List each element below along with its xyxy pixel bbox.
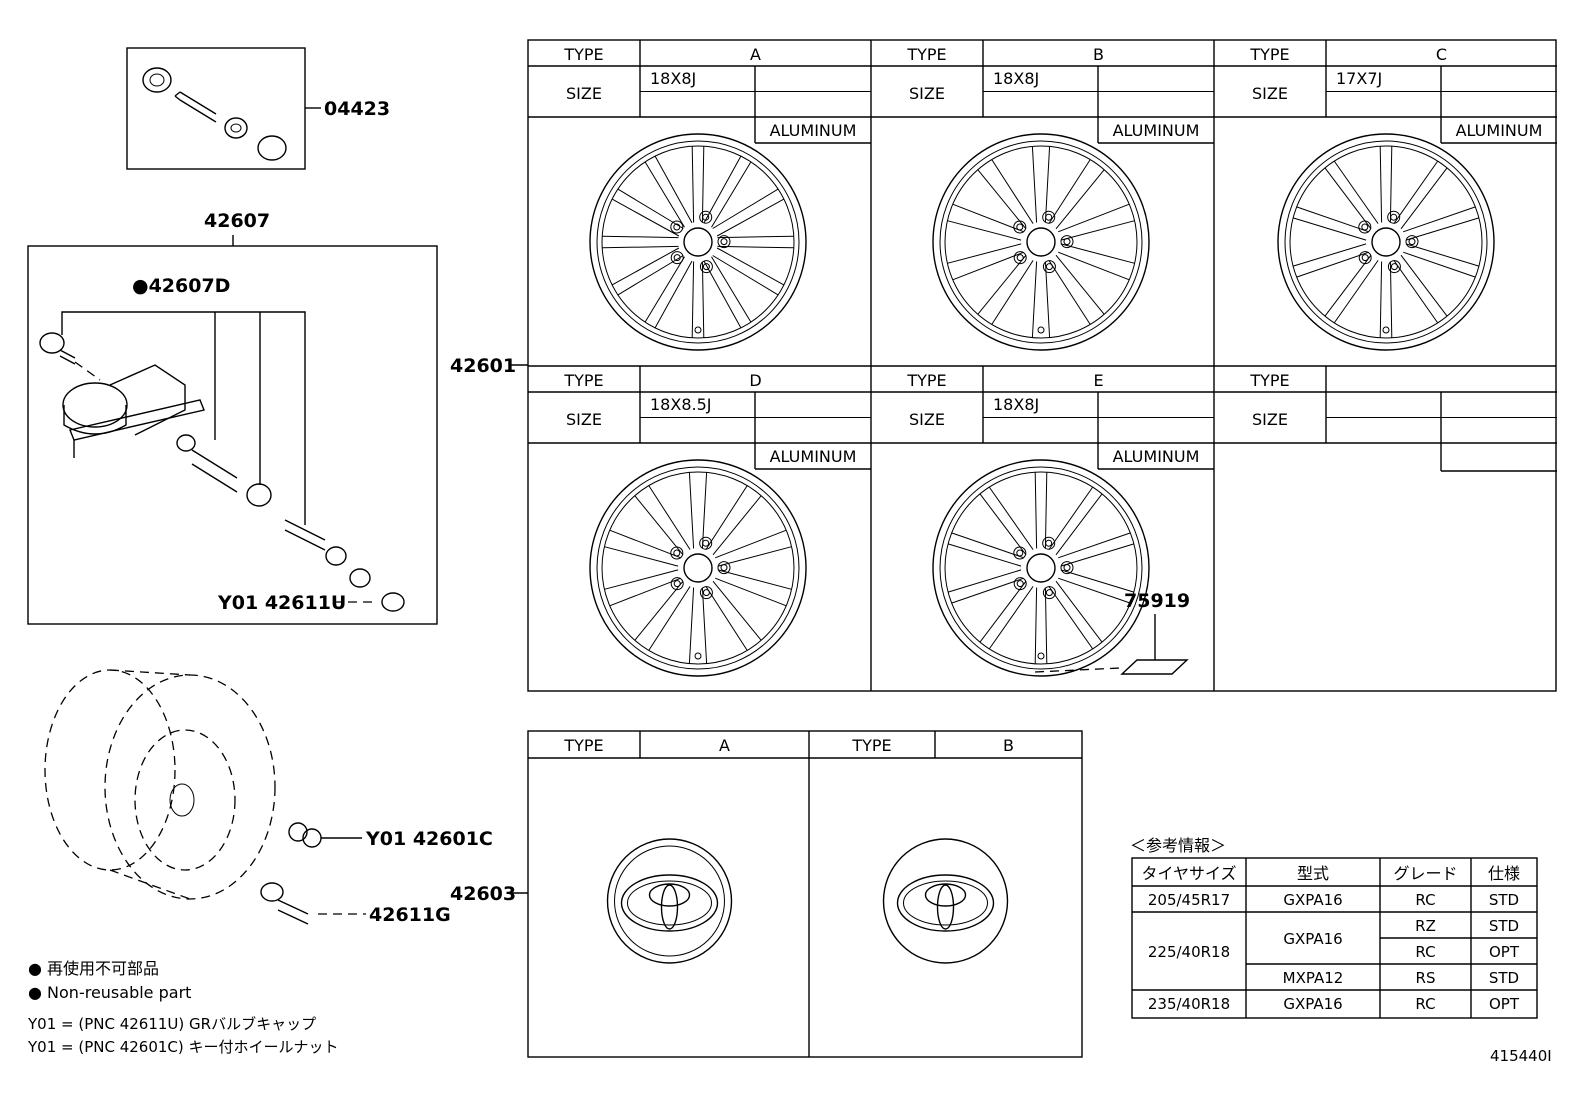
part-42603-label: 42603: [450, 883, 516, 905]
wheel-illustration: [589, 133, 807, 351]
material-label: ALUMINUM: [1456, 121, 1543, 140]
ref-header: 仕様: [1488, 864, 1520, 883]
type-label: TYPE: [1249, 371, 1289, 390]
size-label: SIZE: [1252, 84, 1288, 103]
type-label: TYPE: [906, 45, 946, 64]
wheel-table: TYPE SIZE A 18X8J ALUMINUM TYPE SIZE B 18X8J ALUM…: [527, 39, 1557, 692]
ref-grade: RC: [1415, 891, 1435, 909]
part-42601C-label: Y01 42601C: [365, 828, 493, 850]
tire-illustration: [44, 669, 276, 900]
type-value: D: [749, 371, 761, 390]
ref-model: GXPA16: [1283, 995, 1342, 1013]
size-label: SIZE: [909, 410, 945, 429]
type-label: TYPE: [906, 371, 946, 390]
ref-spec: STD: [1489, 917, 1519, 935]
part-42607-label: 42607: [204, 210, 270, 232]
size-value: 18X8.5J: [650, 395, 711, 414]
part-42607D-label: ●42607D: [132, 275, 230, 297]
material-label: ALUMINUM: [770, 121, 857, 140]
part-42611G-label: 42611G: [369, 904, 451, 926]
size-value: 17X7J: [1336, 69, 1382, 88]
type-label: TYPE: [563, 371, 603, 390]
type-value: A: [719, 736, 730, 755]
wheel-illustration: [932, 459, 1150, 677]
part-42601-label: 42601: [450, 355, 516, 377]
type-value: B: [1003, 736, 1014, 755]
ref-grade: RS: [1416, 969, 1436, 987]
size-label: SIZE: [566, 410, 602, 429]
part-04423-label: 04423: [324, 98, 390, 120]
type-label: TYPE: [851, 736, 891, 755]
material-label: ALUMINUM: [1113, 121, 1200, 140]
size-label: SIZE: [566, 84, 602, 103]
cap-table: TYPE A TYPE B: [527, 730, 1083, 1058]
type-label: TYPE: [1249, 45, 1289, 64]
note-y01-line2: Y01 = (PNC 42601C) キー付ホイールナット: [27, 1038, 339, 1056]
note-y01-line1: Y01 = (PNC 42611U) GRバルブキャップ: [27, 1015, 316, 1033]
ref-size: 205/45R17: [1148, 891, 1230, 909]
sensor-illustration: [39, 311, 405, 612]
ref-spec: OPT: [1489, 943, 1520, 961]
ref-spec: STD: [1489, 891, 1519, 909]
type-label: TYPE: [563, 45, 603, 64]
part-42611U-label: Y01 42611U: [217, 592, 346, 614]
ref-info-title: ＜参考情報＞: [1130, 836, 1226, 855]
wheel-illustration: [932, 133, 1150, 351]
size-label: SIZE: [1252, 410, 1288, 429]
center-cap-illustration: [606, 838, 733, 964]
type-value: C: [1436, 45, 1447, 64]
size-value: 18X8J: [993, 69, 1039, 88]
note-en-nonreusable: ● Non-reusable part: [28, 983, 191, 1002]
ref-size: 235/40R18: [1148, 995, 1230, 1013]
material-label: ALUMINUM: [770, 447, 857, 466]
size-label: SIZE: [909, 84, 945, 103]
material-label: ALUMINUM: [1113, 447, 1200, 466]
ref-header: グレード: [1393, 864, 1457, 883]
ref-model: GXPA16: [1283, 930, 1342, 948]
center-cap-illustration: [882, 838, 1009, 964]
type-value: E: [1093, 371, 1103, 390]
ref-spec: OPT: [1489, 995, 1520, 1013]
type-value: B: [1093, 45, 1104, 64]
note-jp-nonreusable: ● 再使用不可部品: [28, 959, 159, 978]
figure-id: 415440I: [1490, 1047, 1552, 1065]
ref-size: 225/40R18: [1148, 943, 1230, 961]
size-value: 18X8J: [993, 395, 1039, 414]
ref-info-table: タイヤサイズ 型式 グレード 仕様 205/45R17 225/40R18 235/40R1…: [1131, 857, 1538, 1019]
ref-header: 型式: [1297, 864, 1329, 883]
wheel-illustration: [589, 459, 807, 677]
valve-kit-illustration: [126, 47, 321, 170]
wheel-illustration: [1277, 133, 1495, 351]
label-sticker-illustration: [1120, 659, 1189, 675]
part-75919-label: 75919: [1124, 590, 1190, 612]
lock-nut-illustration: [288, 822, 362, 848]
ref-grade: RC: [1415, 995, 1435, 1013]
ref-spec: STD: [1489, 969, 1519, 987]
ref-model: MXPA12: [1283, 969, 1344, 987]
type-value: A: [750, 45, 761, 64]
valve-illustration: [260, 882, 366, 925]
ref-model: GXPA16: [1283, 891, 1342, 909]
ref-header: タイヤサイズ: [1141, 864, 1236, 883]
type-label: TYPE: [563, 736, 603, 755]
ref-grade: RZ: [1415, 917, 1436, 935]
ref-grade: RC: [1415, 943, 1435, 961]
size-value: 18X8J: [650, 69, 696, 88]
